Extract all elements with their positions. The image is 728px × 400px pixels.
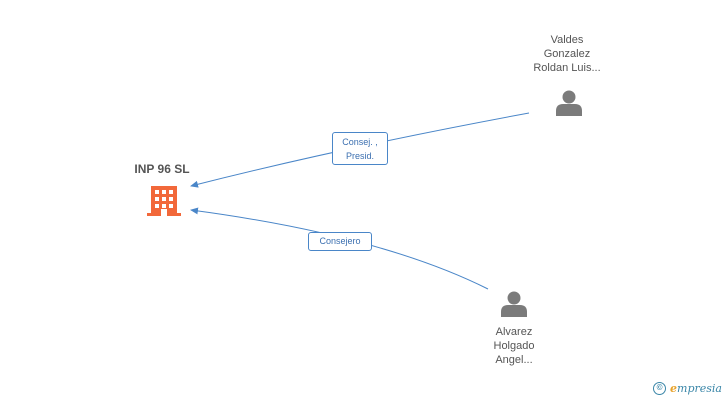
- empresia-watermark: © empresia: [653, 380, 722, 396]
- company-name-label[interactable]: INP 96 SL: [134, 162, 190, 176]
- person-name-line: Holgado: [493, 340, 535, 352]
- person-icon[interactable]: [556, 90, 582, 117]
- person-name-line: Valdes: [550, 34, 584, 46]
- person-node-label-alvarez[interactable]: Alvarez Holgado Angel...: [464, 325, 564, 367]
- copyright-icon: ©: [653, 381, 667, 395]
- person-name-line: Gonzalez: [543, 48, 591, 60]
- building-icon[interactable]: [147, 186, 181, 216]
- edge-label-line: Consejero: [319, 236, 361, 246]
- person-node-label-valdes[interactable]: Valdes Gonzalez Roldan Luis...: [517, 33, 617, 75]
- edge-label-line: Consej. ,: [342, 137, 378, 147]
- person-name-line: Angel...: [495, 354, 533, 366]
- person-icon[interactable]: [501, 291, 527, 318]
- edge-label-role: Consej. , Presid.: [332, 132, 388, 165]
- person-name-line: Alvarez: [495, 326, 533, 338]
- edge-label-line: Presid.: [345, 151, 374, 161]
- brand-logo: empresia: [670, 381, 722, 395]
- edge-label-role: Consejero: [308, 232, 372, 251]
- person-name-line: Roldan Luis...: [533, 62, 601, 74]
